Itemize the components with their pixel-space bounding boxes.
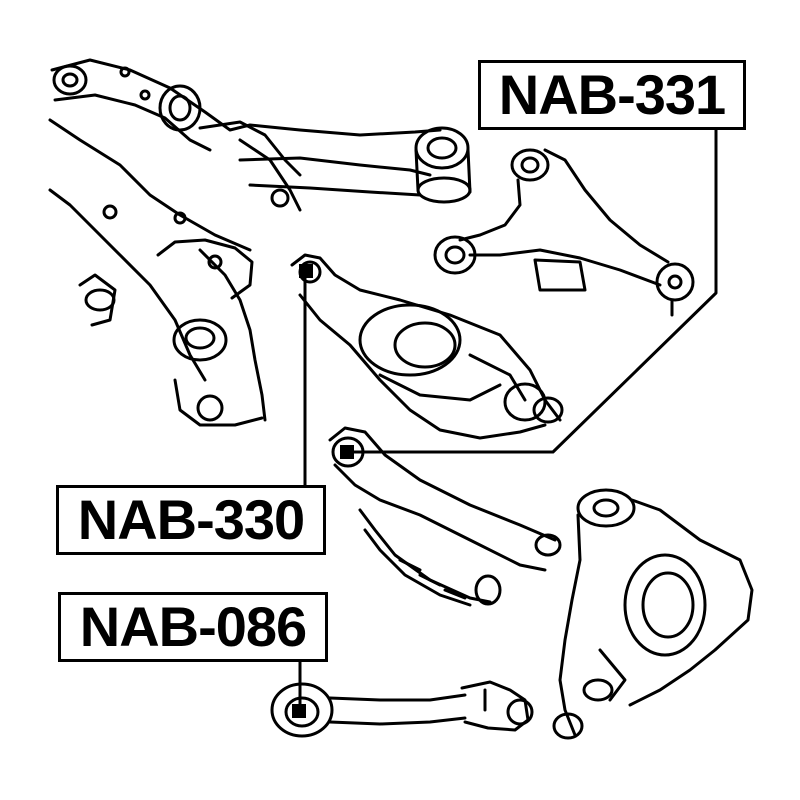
- lower-control-arm: [290, 253, 564, 440]
- part-number-text: NAB-086: [79, 595, 307, 658]
- upper-control-arm: [433, 148, 695, 317]
- part-label-nab-331: NAB-331: [478, 60, 751, 135]
- part-label-nab-330: NAB-330: [56, 485, 331, 560]
- leader-lines: [298, 128, 718, 712]
- marker-nab086: [292, 704, 306, 718]
- marker-nab330: [299, 264, 313, 278]
- lateral-rod: [270, 680, 534, 738]
- trailing-link: [328, 426, 562, 607]
- marker-nab331: [340, 445, 354, 459]
- bushing-markers: [292, 264, 354, 718]
- part-label-nab-086: NAB-086: [58, 592, 333, 667]
- part-number-text: NAB-330: [77, 488, 305, 551]
- part-number-text: NAB-331: [498, 63, 726, 126]
- rear-subframe: [48, 58, 472, 427]
- rear-knuckle: [552, 488, 754, 740]
